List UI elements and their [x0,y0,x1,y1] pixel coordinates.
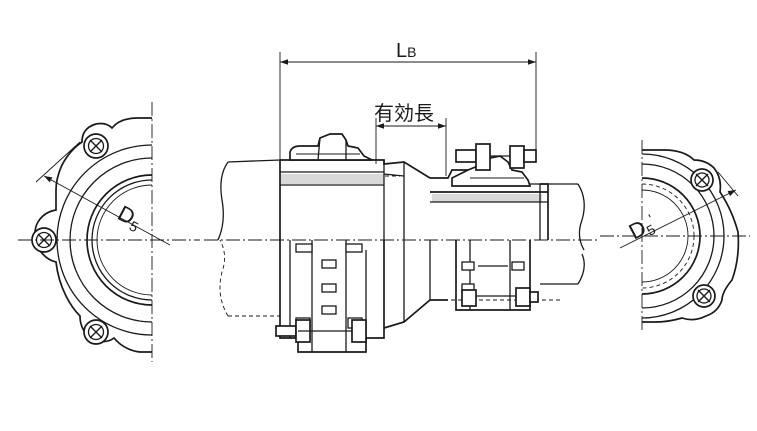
right-end-view: D5' [600,140,750,330]
bolt-icon [83,133,109,159]
diameter-label: D5' [625,210,661,246]
diameter-label: D5 [113,200,147,235]
left-end-view: D5 [18,102,200,362]
coupling-side-view [204,52,600,353]
effective-length-label: 有効長 [374,102,434,125]
bolt-icon [690,168,714,192]
overall-length-dimension: LB [280,40,536,65]
overall-length-label: LB [396,40,416,62]
bolt-icon [83,319,109,345]
bolt-icon [692,284,716,308]
effective-length-dimension: 有効長 [374,102,446,129]
